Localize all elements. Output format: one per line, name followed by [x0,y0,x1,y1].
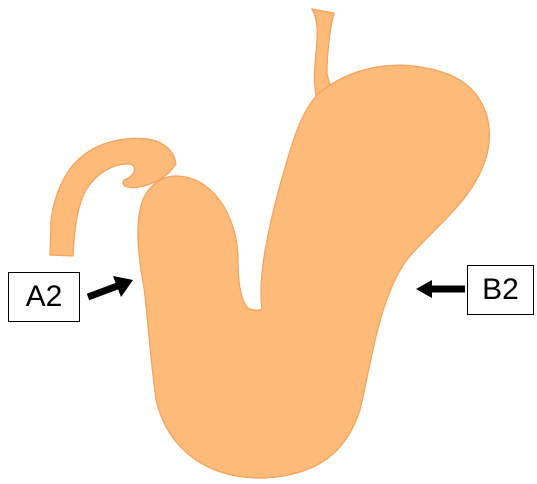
right-arrow-icon [88,276,133,297]
label-a2-text: A2 [26,282,63,312]
organ-body [138,65,489,478]
label-a2-box: A2 [8,272,80,322]
left-arrow-icon [416,280,465,298]
label-b2-text: B2 [482,275,519,305]
label-b2-box: B2 [467,265,534,315]
